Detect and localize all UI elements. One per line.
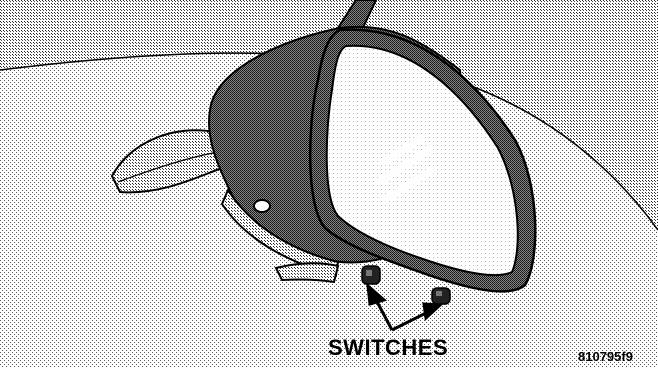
switch-right xyxy=(431,287,451,305)
figure-code: 810795f9 xyxy=(578,349,633,364)
switch-left xyxy=(361,265,381,285)
switches-label: SWITCHES xyxy=(328,335,449,360)
mirror-glass xyxy=(325,44,519,277)
glass-glare xyxy=(375,135,436,204)
map-light-lever xyxy=(274,262,340,284)
headliner-panel xyxy=(0,0,658,230)
callout-arrows xyxy=(366,282,444,332)
mounting-screw xyxy=(253,199,271,213)
